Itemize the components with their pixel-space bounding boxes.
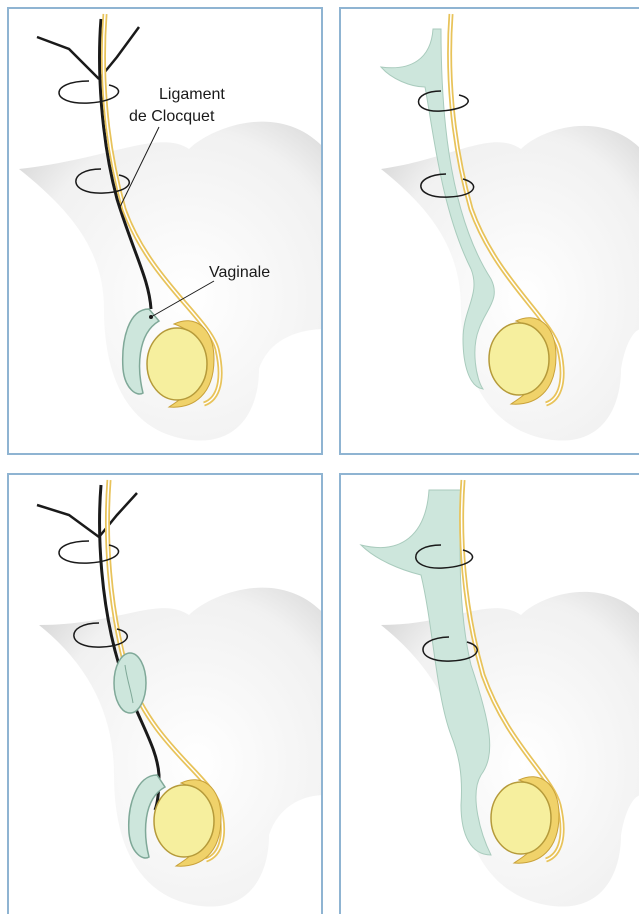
label-ligament: Ligament bbox=[159, 86, 225, 103]
diagram-patent-processus bbox=[341, 9, 639, 455]
testis bbox=[489, 323, 549, 395]
scrotum-shape bbox=[381, 592, 639, 907]
testis bbox=[147, 328, 207, 400]
panel-patent-processus bbox=[339, 7, 639, 455]
panel-encysted-processus bbox=[7, 473, 323, 914]
encysted-hydrocele bbox=[114, 653, 146, 713]
diagram-closed-processus: Ligament de Clocquet Vaginale bbox=[9, 9, 323, 455]
label-de-clocquet: de Clocquet bbox=[129, 108, 215, 125]
ligament-branch bbox=[37, 493, 137, 537]
testis bbox=[491, 782, 551, 854]
diagram-wide-patent-processus bbox=[341, 475, 639, 914]
scrotum-shape bbox=[39, 588, 323, 907]
panel-closed-processus: Ligament de Clocquet Vaginale bbox=[7, 7, 323, 455]
diagram-encysted-processus bbox=[9, 475, 323, 914]
label-vaginale: Vaginale bbox=[209, 264, 270, 281]
ligament-branch bbox=[37, 27, 139, 79]
testis bbox=[154, 785, 214, 857]
vaginal-process bbox=[361, 490, 491, 855]
ring-marker-1 bbox=[59, 81, 119, 103]
panel-wide-patent-processus bbox=[339, 473, 639, 914]
